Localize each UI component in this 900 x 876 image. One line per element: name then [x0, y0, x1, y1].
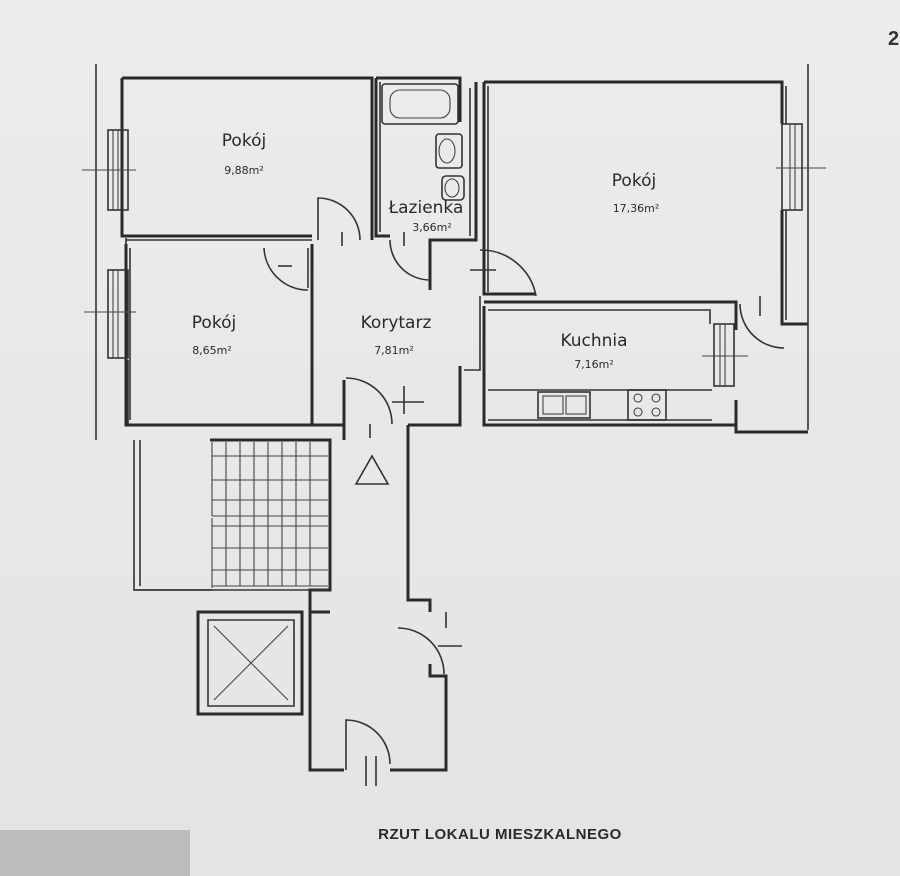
washbasin: [435, 133, 463, 169]
room-5-area: 7,81m²: [374, 344, 414, 357]
scan-shadow-patch: [0, 830, 190, 876]
fixtures: [211, 83, 667, 588]
room-4-area: 8,65m²: [192, 344, 232, 357]
room-labels: Pokój 9,88m² Łazienka 3,66m² Pokój 17,36…: [192, 131, 660, 371]
toilet: [441, 175, 465, 201]
room-1-area: 9,88m²: [224, 164, 264, 177]
room-6-area: 7,16m²: [574, 358, 614, 371]
room-4-name: Pokój: [192, 313, 236, 333]
room-6-name: Kuchnia: [560, 331, 627, 351]
staircase: [211, 442, 328, 588]
room-5-name: Korytarz: [361, 313, 432, 333]
room-2-name: Łazienka: [388, 198, 464, 218]
kitchen-sink: [537, 391, 591, 419]
room-1-name: Pokój: [222, 131, 266, 151]
bathtub: [381, 83, 459, 125]
doors: [263, 197, 785, 786]
plan-caption: RZUT LOKALU MIESZKALNEGO: [378, 826, 622, 843]
room-3-name: Pokój: [612, 171, 656, 191]
entrance-arrow-icon: [354, 454, 390, 485]
walls: [95, 64, 809, 772]
windows: [82, 123, 826, 387]
room-2-area: 3,66m²: [412, 221, 452, 234]
room-3-area: 17,36m²: [613, 202, 660, 215]
kitchen-stove: [627, 389, 667, 421]
corner-mark: 2: [888, 28, 900, 50]
